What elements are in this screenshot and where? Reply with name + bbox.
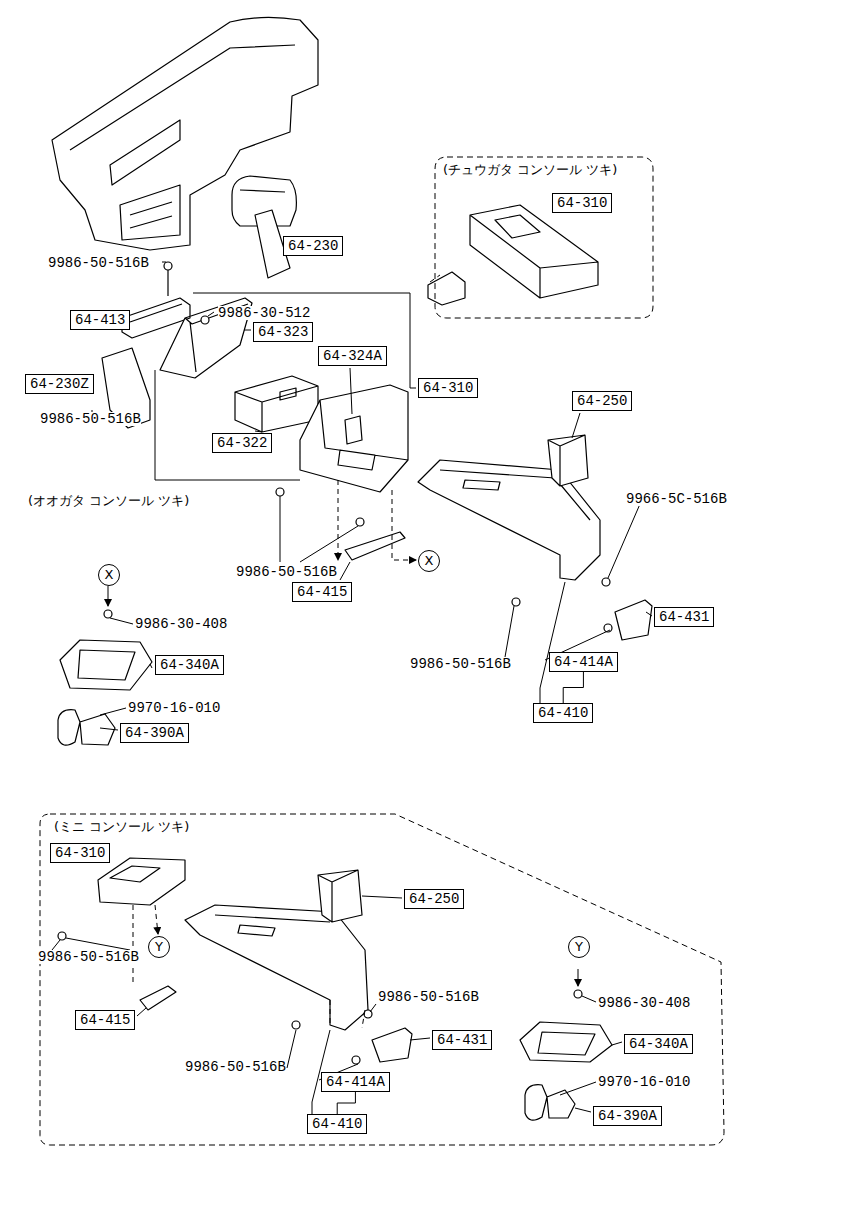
part-number-box: 64-230 (283, 236, 343, 256)
part-number-box: 64-324A (318, 346, 387, 366)
fastener-number: 9986-50-516B (410, 657, 511, 671)
part-number-box: 64-431 (654, 607, 714, 627)
reference-letter: X (425, 553, 434, 568)
part-number: 64-414A (554, 654, 613, 670)
fastener-number: 9986-30-408 (135, 617, 227, 631)
variant-heading: (チュウガタ コンソール ツキ) (441, 161, 619, 179)
fastener-number: (オオガタ コンソール ツキ) (28, 494, 189, 508)
reference-letter: Y (155, 939, 163, 954)
variant-region: (ミニ コンソール ツキ) 64-310 64-250Y 64-415 64-431 Y 6… (38, 812, 730, 1148)
part-number: 64-431 (659, 609, 709, 625)
part-number: 64-250 (577, 393, 627, 409)
bracket-line (337, 1092, 355, 1114)
part-number: 64-410 (312, 1116, 362, 1132)
reference-letter: X (105, 567, 114, 582)
part-number: 64-415 (297, 584, 347, 600)
part-number-box: 64-413 (70, 310, 130, 330)
part-number-box: 64-340A (624, 1034, 693, 1054)
fastener-number: 9970-16-010 (128, 701, 220, 715)
dashed-outline (433, 155, 655, 320)
part-number: 64-414A (326, 1074, 385, 1090)
part-number-box: 64-414A (549, 652, 618, 672)
fastener-number: 9986-50-516B (185, 1060, 286, 1074)
part-number-box: 64-250 (404, 889, 464, 909)
part-number: 64-310 (557, 195, 607, 211)
reference-circle: Y (148, 936, 170, 958)
part-number: 64-410 (538, 705, 588, 721)
part-number-box: 64-310 (50, 843, 110, 863)
part-number: 64-390A (125, 725, 184, 741)
part-number: 64-431 (437, 1032, 487, 1048)
fastener-number: 9986-30-408 (598, 996, 690, 1010)
part-number: 64-415 (80, 1012, 130, 1028)
part-number: 64-340A (160, 657, 219, 673)
fastener-number: 9986-50-516B (40, 412, 141, 426)
part-number-box: 64-310 (418, 378, 478, 398)
part-number: 64-250 (409, 891, 459, 907)
fastener-number: 9986-50-516B (48, 256, 149, 270)
part-number: 64-310 (423, 380, 473, 396)
part-number-box: 64-415 (75, 1010, 135, 1030)
fastener-number: 9986-50-516B (378, 990, 479, 1004)
part-number: 64-310 (55, 845, 105, 861)
bracket-line (563, 672, 583, 703)
reference-circle: X (98, 564, 120, 586)
part-number-box: 64-410 (533, 703, 593, 723)
part-number-box: 64-410 (307, 1114, 367, 1134)
part-number-box: 64-322 (212, 433, 272, 453)
part-number-box: 64-415 (292, 582, 352, 602)
part-number-box: 64-310 (552, 193, 612, 213)
part-number: 64-230 (288, 238, 338, 254)
variant-region: (チュウガタ コンソール ツキ) 64-310 (433, 155, 655, 320)
part-number-box: 64-390A (120, 723, 189, 743)
part-number-box: 64-323 (253, 322, 313, 342)
fastener-number: 9986-30-512 (218, 306, 310, 320)
part-number: 64-322 (217, 435, 267, 451)
part-number: 64-323 (258, 324, 308, 340)
fastener-number: 9986-50-516B (38, 950, 139, 964)
reference-circle: Y (568, 936, 590, 958)
fastener-number: 9970-16-010 (598, 1075, 690, 1089)
variant-heading: (ミニ コンソール ツキ) (52, 818, 191, 836)
part-number: 64-413 (75, 312, 125, 328)
part-number: 64-340A (629, 1036, 688, 1052)
part-number-box: 64-414A (321, 1072, 390, 1092)
fastener-number: 9966-5C-516B (626, 492, 727, 506)
part-number-box: 64-230Z (25, 374, 94, 394)
part-number: 64-390A (598, 1108, 657, 1124)
part-number: 64-324A (323, 348, 382, 364)
reference-letter: Y (575, 939, 583, 954)
part-number-box: 64-340A (155, 655, 224, 675)
fastener-number: 9986-50-516B (236, 565, 337, 579)
part-number: 64-230Z (30, 376, 89, 392)
part-number-box: 64-390A (593, 1106, 662, 1126)
part-number-box: 64-250 (572, 391, 632, 411)
reference-circle: X (418, 550, 440, 572)
part-number-box: 64-431 (432, 1030, 492, 1050)
dashed-outline (38, 812, 730, 1148)
